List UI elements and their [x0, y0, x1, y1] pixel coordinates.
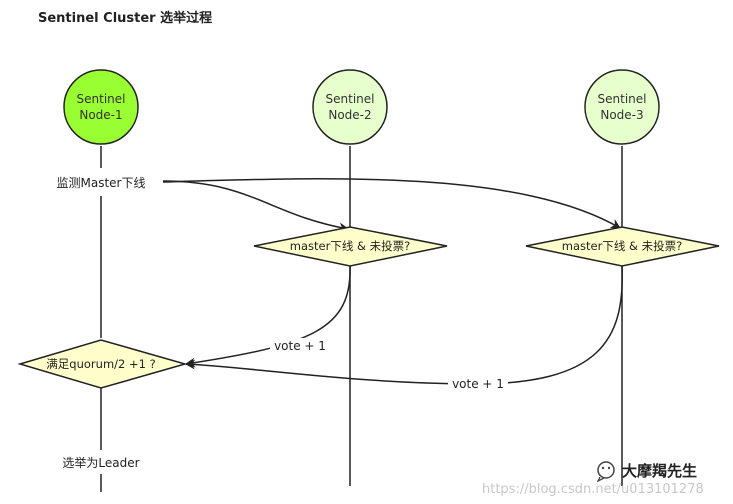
watermark-name: 大摩羯先生 — [622, 462, 697, 480]
elected-leader-label: 选举为Leader — [62, 456, 139, 470]
sentinel-node-3: Sentinel Node-3 — [584, 69, 660, 145]
decision-node2-text: master下线 & 未投票? — [290, 239, 410, 253]
request-vote-arrow-node3 — [162, 178, 621, 229]
node1-label-line2: Node-1 — [79, 108, 122, 122]
decision-quorum: 满足quorum/2 +1 ? — [17, 339, 188, 389]
node3-label-line1: Sentinel — [598, 92, 647, 106]
sentinel-node-2: Sentinel Node-2 — [312, 69, 388, 145]
watermark-url: https://blog.csdn.net/u013101278 — [482, 482, 704, 497]
node3-label-line2: Node-3 — [600, 108, 643, 122]
request-vote-arrow-node2 — [162, 180, 349, 233]
diagram-title: Sentinel Cluster 选举过程 — [38, 10, 212, 26]
decision-quorum-text: 满足quorum/2 +1 ? — [46, 357, 155, 371]
watermark-logo — [596, 461, 615, 483]
decision-node3: master下线 & 未投票? — [525, 226, 720, 267]
vote-label-node2: vote + 1 — [274, 339, 326, 353]
sentinel-node-1: Sentinel Node-1 — [63, 69, 139, 145]
monitor-master-down-label: 监测Master下线 — [57, 176, 146, 190]
node2-label-line2: Node-2 — [328, 108, 371, 122]
node1-label-line1: Sentinel — [77, 92, 126, 106]
vote-arrow-from-node3 — [185, 265, 623, 385]
decision-node2: master下线 & 未投票? — [253, 226, 448, 267]
decision-node3-text: master下线 & 未投票? — [562, 239, 682, 253]
node2-label-line1: Sentinel — [326, 92, 375, 106]
vote-label-node3: vote + 1 — [452, 377, 504, 391]
vote-arrow-from-node2 — [185, 265, 351, 368]
